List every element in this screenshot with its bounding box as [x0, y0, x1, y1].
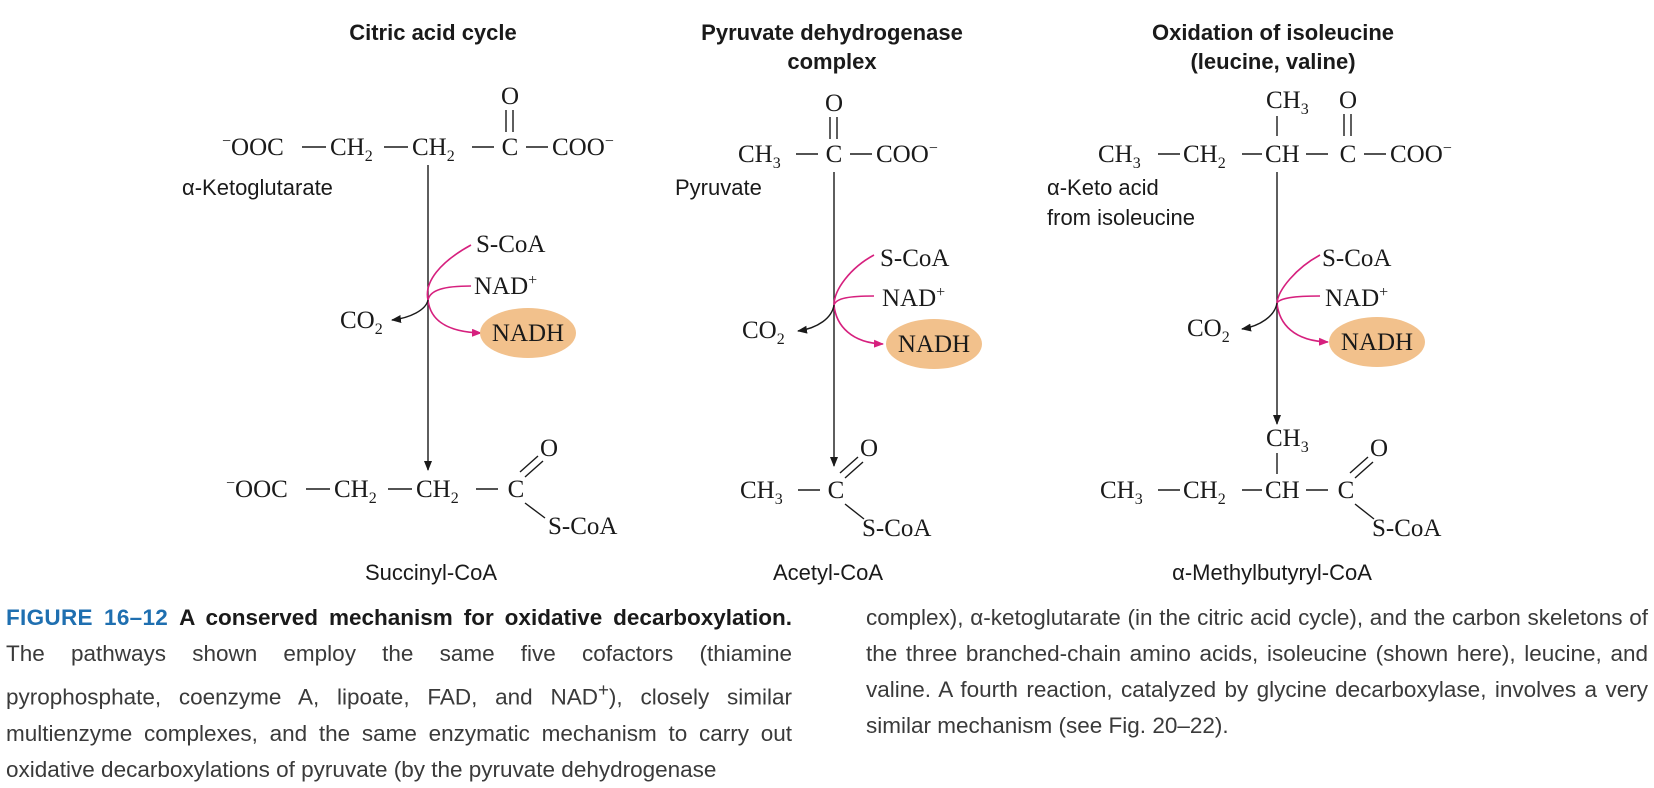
column-title-line-2: (leucine, valine) [1190, 49, 1355, 74]
figure-diagram: Citric acid cycle O −OOC CH2 CH2 C COO− … [182, 20, 1452, 585]
methyl: CH3 [738, 141, 781, 172]
branch-methyl: CH3 [1266, 425, 1309, 456]
thioester-carbon: C [508, 476, 525, 503]
carbonyl-oxygen: O [825, 90, 843, 117]
nadh-output-arrow [833, 304, 884, 348]
co2-product: CO2 [742, 317, 785, 348]
branch-methyl: CH3 [1266, 87, 1309, 118]
thioester-carbon: C [828, 477, 845, 504]
nadh-product: NADH [492, 320, 564, 347]
coa-group: S-CoA [862, 515, 931, 542]
product-name: Succinyl-CoA [365, 560, 497, 585]
methylene: CH2 [1183, 141, 1226, 172]
succinyl-coa-structure: −OOC CH2 CH2 C O S-CoA [226, 435, 617, 540]
column-isoleucine-oxidation: Oxidation of isoleucine (leucine, valine… [1047, 20, 1452, 585]
carboxylate: COO− [1390, 140, 1452, 168]
column-title-line-1: Oxidation of isoleucine [1152, 20, 1394, 45]
thioester-oxygen: O [860, 435, 878, 462]
pyruvate-structure: O CH3 C COO− [738, 90, 938, 172]
caption-text-part-2: ), closely similar multienzyme complexes… [6, 684, 792, 782]
nad-input-curve [1276, 295, 1321, 304]
figure-caption-left: FIGURE 16–12 A conserved mechanism for o… [6, 600, 792, 788]
substrate-name: α-Ketoglutarate [182, 175, 333, 200]
carboxylate-left: −OOC [222, 133, 284, 161]
nad-input-curve [427, 285, 472, 301]
carbonyl-oxygen: O [1339, 87, 1357, 114]
carbonyl-carbon: C [826, 141, 843, 168]
substrate-name-line-2: from isoleucine [1047, 205, 1195, 230]
co2-output-arrow [391, 299, 429, 323]
methine: CH [1265, 141, 1300, 168]
carboxylate-right: COO− [552, 133, 614, 161]
nad-cofactor: NAD+ [882, 284, 945, 312]
coa-input-curve [426, 244, 472, 301]
acetyl-coa-structure: CH3 C O S-CoA [740, 435, 931, 542]
product-name: Acetyl-CoA [773, 560, 883, 585]
coa-cofactor: S-CoA [880, 245, 949, 272]
substrate-name: Pyruvate [675, 175, 762, 200]
nad-input-curve [833, 295, 875, 306]
methylene-2: CH2 [412, 134, 455, 165]
caption-superscript: + [597, 679, 609, 700]
figure-number: FIGURE 16–12 [6, 605, 169, 630]
methine: CH [1265, 477, 1300, 504]
nad-cofactor: NAD+ [1325, 284, 1388, 312]
column-title-line-2: complex [787, 49, 877, 74]
coa-group: S-CoA [1372, 515, 1441, 542]
carboxylate: COO− [876, 140, 938, 168]
co2-product: CO2 [340, 307, 383, 338]
alpha-ketoglutarate-structure: O −OOC CH2 CH2 C COO− [222, 83, 614, 165]
caption-text-part-1: The pathways shown employ the same five … [6, 641, 792, 710]
nadh-highlight [480, 308, 576, 358]
thioester-oxygen: O [540, 435, 558, 462]
carbonyl-carbon: C [502, 134, 519, 161]
nadh-highlight [1329, 317, 1425, 367]
column-title-line-1: Pyruvate dehydrogenase [701, 20, 963, 45]
column-pyruvate-dehydrogenase: Pyruvate dehydrogenase complex O CH3 C C… [675, 20, 982, 585]
column-citric-acid-cycle: Citric acid cycle O −OOC CH2 CH2 C COO− … [182, 20, 617, 585]
thioester-oxygen: O [1370, 435, 1388, 462]
methyl: CH3 [1098, 141, 1141, 172]
co2-output-arrow [1241, 302, 1278, 332]
carboxylate: −OOC [226, 475, 288, 503]
methylene-2: CH2 [416, 476, 459, 507]
coa-cofactor: S-CoA [476, 231, 545, 258]
co2-product: CO2 [1187, 315, 1230, 346]
nad-cofactor: NAD+ [474, 272, 537, 300]
nadh-output-arrow [427, 299, 482, 337]
alpha-keto-acid-structure: CH3 O CH3 CH2 CH C COO− [1098, 87, 1452, 172]
methyl: CH3 [1100, 477, 1143, 508]
figure-caption-right: complex), α-ketoglutarate (in the citric… [866, 600, 1648, 744]
coa-group: S-CoA [548, 513, 617, 540]
methylene-1: CH2 [334, 476, 377, 507]
nadh-product: NADH [898, 331, 970, 358]
nadh-highlight [886, 319, 982, 369]
column-title: Citric acid cycle [349, 20, 517, 45]
co2-output-arrow [797, 304, 835, 334]
caption-text-continued: complex), α-ketoglutarate (in the citric… [866, 605, 1648, 738]
coa-input-curve [833, 254, 875, 306]
figure-title: A conserved mechanism for oxidative deca… [179, 605, 792, 630]
alpha-methylbutyryl-coa-structure: CH3 CH3 CH2 CH C O S-CoA [1100, 425, 1441, 542]
substrate-name-line-1: α-Keto acid [1047, 175, 1159, 200]
carbonyl-oxygen: O [501, 83, 519, 110]
thioester-carbon: C [1338, 477, 1355, 504]
product-name: α-Methylbutyryl-CoA [1172, 560, 1372, 585]
nadh-output-arrow [1276, 302, 1329, 346]
methyl: CH3 [740, 477, 783, 508]
carbonyl-carbon: C [1340, 141, 1357, 168]
methylene-1: CH2 [330, 134, 373, 165]
methylene: CH2 [1183, 477, 1226, 508]
coa-cofactor: S-CoA [1322, 245, 1391, 272]
coa-input-curve [1276, 254, 1321, 304]
nadh-product: NADH [1341, 329, 1413, 356]
